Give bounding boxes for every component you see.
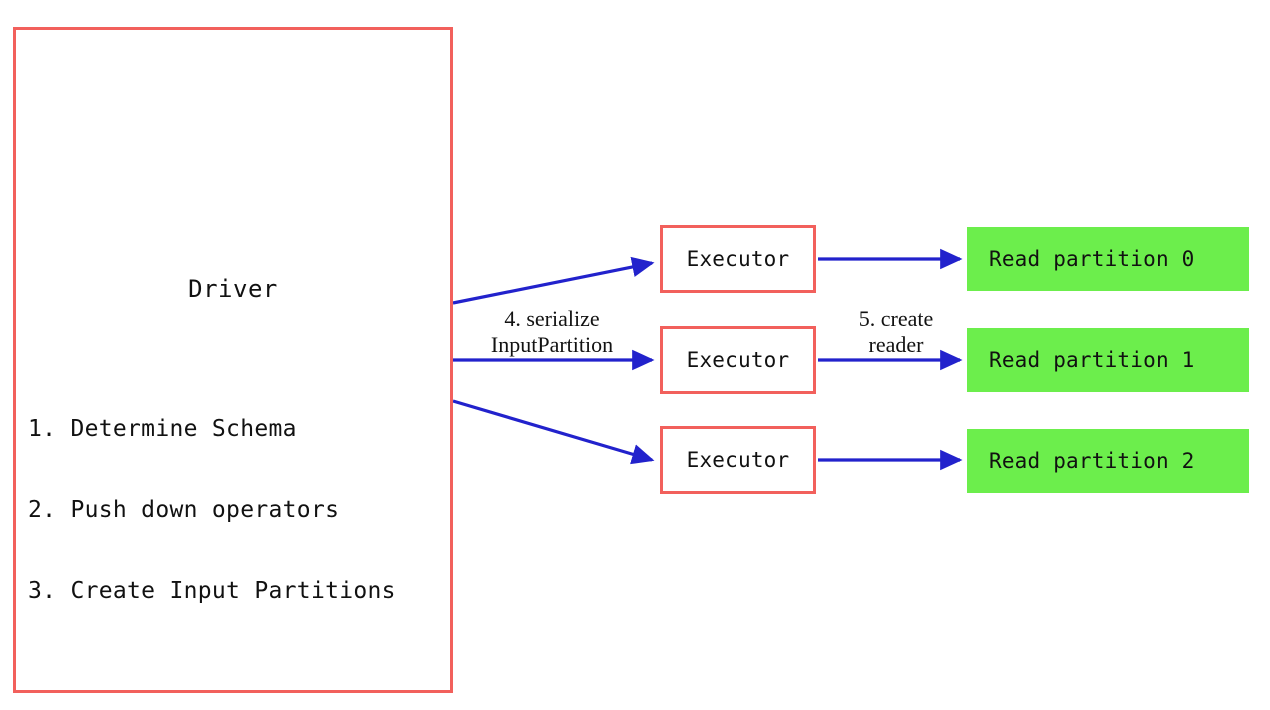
driver-step-2: 2. Push down operators [28, 497, 340, 523]
edge-label-serialize-line-1: 4. serialize [504, 306, 600, 331]
edge-label-serialize-line-2: InputPartition [490, 332, 614, 357]
arrow-driver-to-executor-3 [452, 399, 655, 465]
arrow-driver-to-executor-1 [452, 256, 655, 305]
partition-label-2: Read partition 2 [989, 449, 1195, 473]
executor-box-3: Executor [660, 426, 816, 494]
partition-box-1: Read partition 1 [967, 328, 1249, 392]
executor-box-1: Executor [660, 225, 816, 293]
driver-steps-list: 1. Determine Schema 2. Push down operato… [28, 362, 396, 659]
edge-label-serialize: 4. serialize InputPartition [466, 306, 638, 358]
partition-label-1: Read partition 1 [989, 348, 1195, 372]
partition-box-2: Read partition 2 [967, 429, 1249, 493]
driver-step-1: 1. Determine Schema [28, 416, 297, 442]
driver-title: Driver [188, 275, 278, 303]
partition-label-0: Read partition 0 [989, 247, 1195, 271]
partition-box-0: Read partition 0 [967, 227, 1249, 291]
driver-box [13, 27, 453, 693]
executor-label-1: Executor [686, 247, 790, 271]
executor-box-2: Executor [660, 326, 816, 394]
edge-label-create-reader: 5. create reader [833, 306, 959, 358]
edge-label-create-reader-line-1: 5. create [858, 306, 934, 331]
executor-label-2: Executor [686, 348, 790, 372]
driver-step-3: 3. Create Input Partitions [28, 578, 396, 604]
executor-label-3: Executor [686, 448, 790, 472]
edge-label-create-reader-line-2: reader [868, 332, 924, 357]
